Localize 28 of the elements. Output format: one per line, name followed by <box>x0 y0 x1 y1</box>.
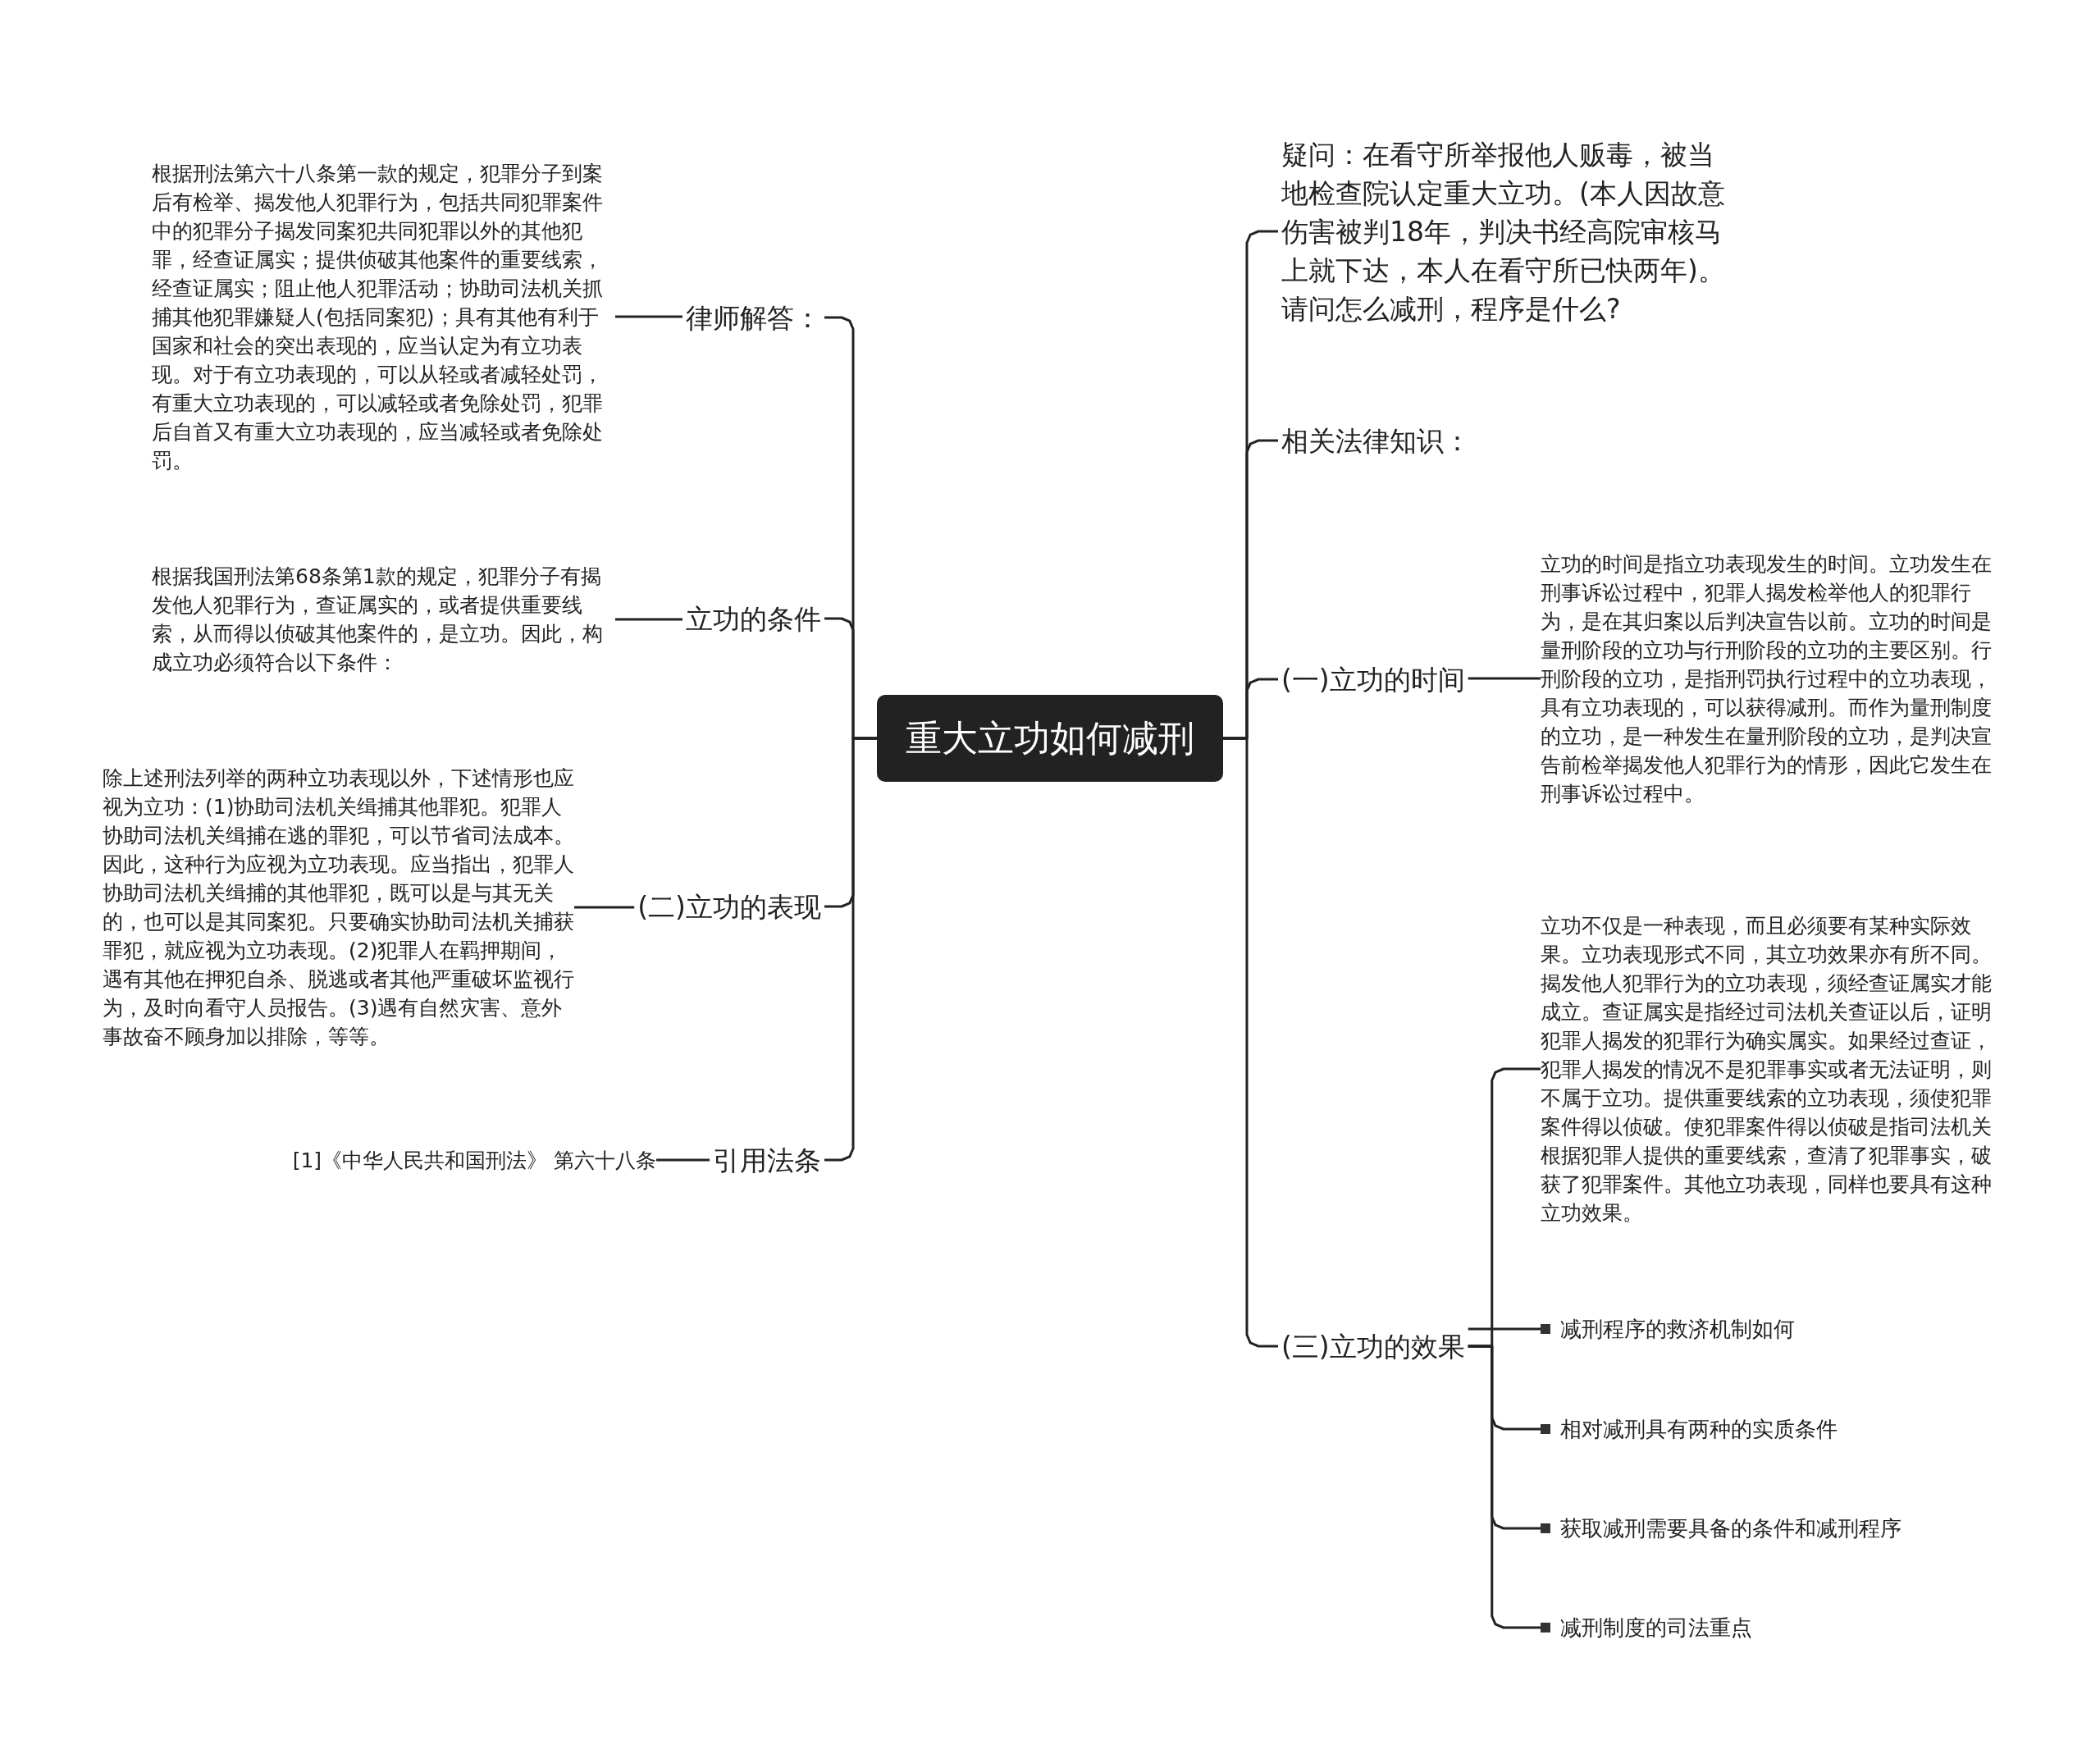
topic-label: 减刑制度的司法重点 <box>1560 1614 1752 1642</box>
note-text: [1]《中华人民共和国刑法》 第六十八条 <box>292 1145 656 1175</box>
topic-label: 律师解答： <box>682 298 824 337</box>
topic-label: (二)立功的表现 <box>634 887 824 926</box>
topic-label: 相关法律知识： <box>1278 421 1474 460</box>
note-text: 除上述刑法列举的两种立功表现以外，下述情形也应视为立功：(1)协助司法机关缉捕其他罪犯。犯罪人协助司法机关缉捕在逃的罪犯，可以节省司法成本。因此，这种行为应视为立功表现。应当指出，犯罪人协助司法机关缉捕的其他罪犯，既可以是与其无关的，也可以是其同案犯。只要确实协助司法机关捕获罪犯，就应视为立功表现。(2)犯罪人在羁押期间，遇有其他在押犯自杀、脱逃或者其他严重破坏监视行为，及时向看守人员报告。(3)遇有自然灾害、意外事故奋不顾身加以排除，等等。 <box>103 764 574 1051</box>
connector-line <box>1468 1327 1541 1331</box>
connector-line <box>656 1158 710 1162</box>
note-text: 根据我国刑法第68条第1款的规定，犯罪分子有揭发他人犯罪行为，查证属实的，或者提供重要线索，从而得以侦破其他案件的，是立功。因此，构成立功必须符合以下条件： <box>152 562 615 677</box>
topic-label: 相对减刑具有两种的实质条件 <box>1560 1416 1838 1443</box>
topic-label: 引用法条 <box>710 1140 824 1180</box>
connector-line <box>615 618 682 621</box>
note-text: 立功不仅是一种表现，而且必须要有某种实际效果。立功表现形式不同，其立功效果亦有所不同。揭发他人犯罪行为的立功表现，须经查证属实才能成立。查证属实是指经过司法机关查证以后，证明犯罪人揭发的犯罪行为确实属实。如果经过查证，犯罪人揭发的情况不是犯罪事实或者无法证明，则不属于立功。提供重要线索的立功表现，须使犯罪案件得以侦破。使犯罪案件得以侦破是指司法机关根据犯罪人提供的重要线索，查清了犯罪事实，破获了犯罪案件。其他立功表现，同样也要具有这种立功效果。 <box>1541 911 2004 1227</box>
connector-line <box>1468 677 1541 680</box>
connector-line <box>615 315 682 318</box>
topic-label: (三)立功的效果 <box>1278 1327 1468 1366</box>
connector-line <box>574 906 635 909</box>
question-text: 疑问：在看守所举报他人贩毒，被当地检查院认定重大立功。(本人因故意伤害被判18年，判决书经高院审核马上就下达，本人在看守所已快两年)。请问怎么减刑，程序是什么? <box>1278 135 1737 328</box>
topic-label: 立功的条件 <box>682 599 824 638</box>
central-topic: 重大立功如何减刑 <box>877 695 1223 782</box>
topic-label: (一)立功的时间 <box>1278 660 1468 699</box>
connector-line <box>1223 737 1278 1348</box>
connector-line <box>824 737 877 1162</box>
note-text: 根据刑法第六十八条第一款的规定，犯罪分子到案后有检举、揭发他人犯罪行为，包括共同犯罪案件中的犯罪分子揭发同案犯共同犯罪以外的其他犯罪，经查证属实；提供侦破其他案件的重要线索，经查证属实；阻止他人犯罪活动；协助司法机关抓捕其他犯罪嫌疑人(包括同案犯)；具有其他有利于国家和社会的突出表现的，应当认定为有立功表现。对于有立功表现的，可以从轻或者减轻处罚，有重大立功表现的，可以减轻或者免除处罚，犯罪后自首又有重大立功表现的，应当减轻或者免除处罚。 <box>152 158 615 475</box>
topic-label: 获取减刑需要具备的条件和减刑程序 <box>1560 1515 1901 1542</box>
topic-label: 减刑程序的救济机制如何 <box>1560 1316 1795 1343</box>
connector-line <box>1468 1345 1541 1629</box>
note-text: 立功的时间是指立功表现发生的时间。立功发生在刑事诉讼过程中，犯罪人揭发检举他人的犯罪行为，是在其归案以后判决宣告以前。立功的时间是量刑阶段的立功与行刑阶段的立功的主要区别。行刑阶段的立功，是指刑罚执行过程中的立功表现，具有立功表现的，可以获得减刑。而作为量刑制度的立功，是一种发生在量刑阶段的立功，是判决宣告前检举揭发他人犯罪行为的情形，因此它发生在刑事诉讼过程中。 <box>1541 549 2004 808</box>
